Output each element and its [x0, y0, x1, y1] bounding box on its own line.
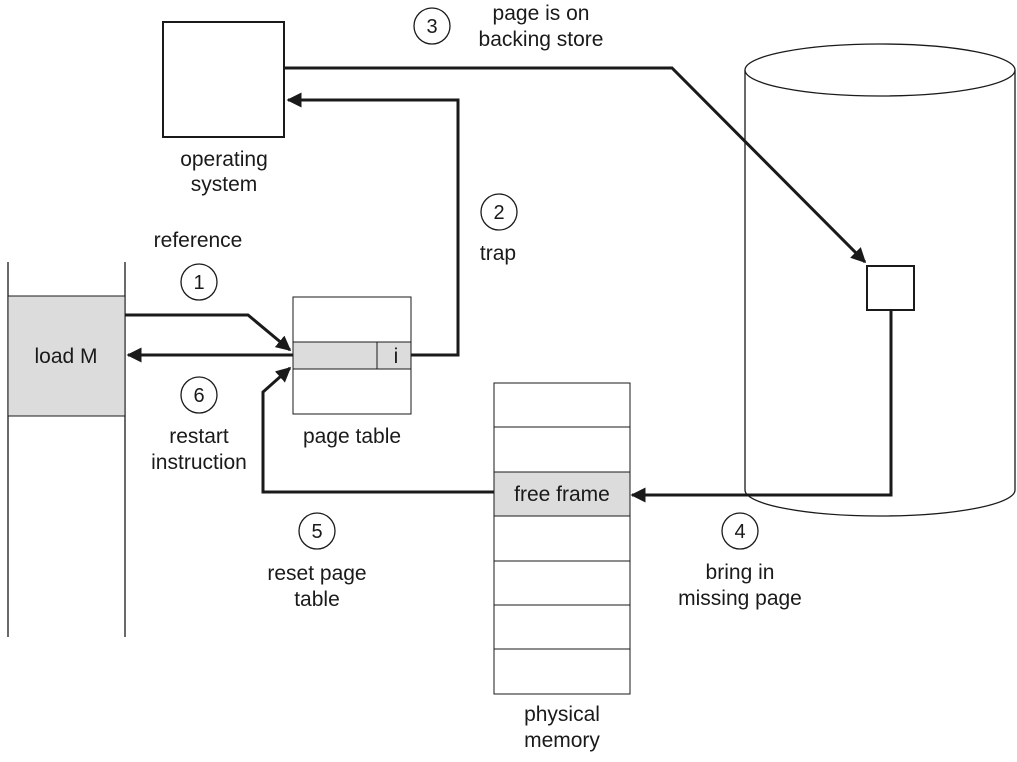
free-frame-cell — [493, 471, 631, 517]
step-2: 2 trap — [480, 193, 518, 265]
disk-top — [744, 43, 1016, 97]
step-4-label-line2: missing page — [678, 587, 802, 610]
step-6-number: 6 — [193, 385, 204, 407]
step-5-circle — [298, 512, 336, 550]
backing-store-disk — [744, 43, 1016, 517]
step-4-number: 4 — [734, 521, 745, 543]
step-6-circle — [180, 376, 218, 414]
step-1: reference 1 — [154, 229, 243, 301]
page-table-label: page table — [303, 425, 401, 448]
step-1-label: reference — [154, 229, 243, 252]
operating-system-label-line2: system — [191, 173, 258, 196]
step-5: 5 reset page table — [267, 512, 367, 611]
step-2-circle — [480, 193, 518, 231]
step-3-label-line2: backing store — [479, 28, 604, 51]
step-2-number: 2 — [493, 202, 504, 224]
step-5-label-line2: table — [294, 588, 340, 611]
missing-page-block — [866, 265, 915, 311]
operating-system-label-line1: operating — [180, 148, 268, 171]
reference-arrow — [125, 313, 292, 352]
step-4-circle — [721, 512, 759, 550]
step-3-number: 3 — [426, 16, 437, 38]
step-5-number: 5 — [311, 521, 322, 543]
physical-memory-label-line1: physical — [524, 703, 600, 726]
free-frame-label: free frame — [514, 483, 610, 506]
step-6: 6 restart instruction — [151, 376, 247, 474]
program-panel: load M — [7, 262, 126, 637]
step-2-label: trap — [480, 242, 516, 265]
backing-store-arrow — [284, 66, 867, 264]
step-3: 3 page is on backing store — [413, 2, 604, 51]
step-3-circle — [413, 7, 451, 45]
step-1-number: 1 — [193, 272, 204, 294]
step-1-circle — [180, 263, 218, 301]
step-6-label-line2: instruction — [151, 451, 247, 474]
step-6-label-line1: restart — [169, 425, 229, 448]
bring-in-page-arrow — [630, 310, 893, 503]
step-4-label-line1: bring in — [706, 561, 775, 584]
trap-arrow — [286, 92, 460, 357]
reset-page-table-arrow — [261, 366, 494, 494]
load-instruction-cell — [7, 295, 126, 417]
step-3-label-line1: page is on — [493, 2, 590, 25]
invalid-bit: i — [394, 345, 399, 368]
operating-system-box — [162, 21, 285, 138]
step-4: 4 bring in missing page — [678, 512, 802, 610]
physical-memory-box — [493, 382, 631, 695]
physical-memory: free frame physical memory — [493, 382, 631, 752]
step-5-label-line1: reset page — [267, 562, 366, 585]
load-instruction-text: load M — [34, 345, 97, 368]
physical-memory-label-line2: memory — [524, 729, 600, 752]
page-table: i page table — [292, 296, 412, 448]
operating-system: operating system — [162, 21, 285, 196]
